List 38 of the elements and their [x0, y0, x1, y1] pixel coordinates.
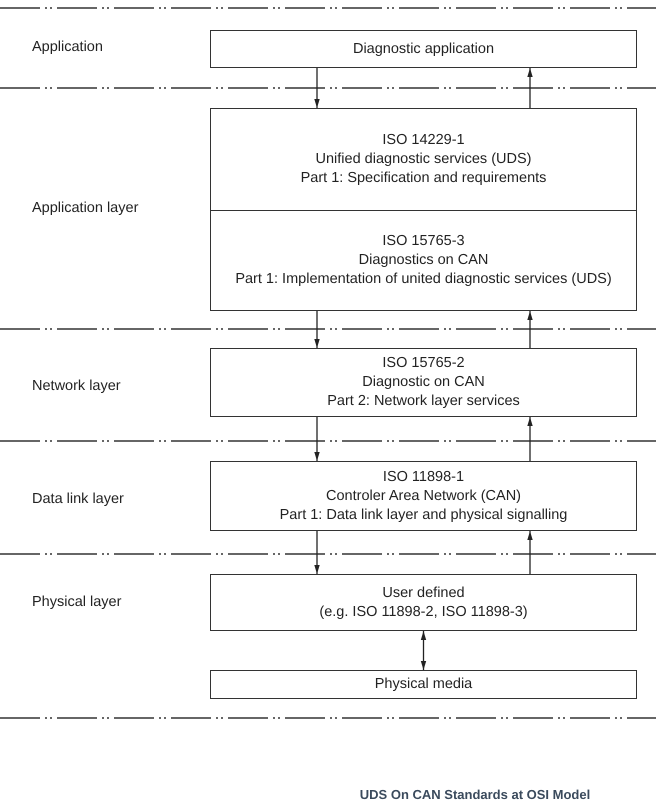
layer-label: Application layer: [32, 200, 138, 216]
box-text: ISO 15765-3: [382, 232, 465, 251]
box-text: Unified diagnostic services (UDS): [316, 150, 532, 169]
arrow: [527, 417, 533, 461]
layer-label: Physical layer: [32, 594, 122, 610]
box-text: User defined: [382, 584, 465, 602]
arrow: [314, 417, 320, 461]
arrow: [420, 631, 426, 670]
standard-box: [210, 210, 637, 311]
arrow: [527, 531, 533, 574]
standard-box: [210, 461, 637, 531]
box-text: Diagnostics on CAN: [358, 251, 488, 270]
arrow: [314, 531, 320, 574]
box-text: ISO 14229-1: [382, 131, 465, 150]
box-text: ISO 15765-2: [382, 354, 465, 373]
caption: UDS On CAN Standards at OSI Model: [358, 787, 592, 802]
standard-box: [210, 670, 637, 699]
arrow: [314, 311, 320, 348]
arrow: [314, 68, 320, 108]
box-text: Controler Area Network (CAN): [326, 486, 521, 506]
layer-label: Data link layer: [32, 491, 124, 507]
arrow: [527, 68, 533, 108]
box-text: (e.g. ISO 11898-2, ISO 11898-3): [319, 602, 528, 622]
arrow: [527, 311, 533, 348]
standard-box: [210, 574, 637, 631]
standard-box: [210, 30, 637, 68]
box-text: Part 1: Data link layer and physical signalling: [280, 506, 568, 524]
layer-label: Application: [32, 39, 103, 55]
layer-label: Network layer: [32, 378, 121, 394]
standard-box: [210, 108, 637, 211]
box-text: ISO 11898-1: [382, 468, 464, 486]
box-text: Part 2: Network layer services: [327, 392, 520, 411]
box-text: Diagnostic application: [352, 40, 494, 58]
standard-box: [210, 348, 637, 417]
box-text: Diagnostic on CAN: [362, 373, 485, 392]
box-text: Physical media: [374, 675, 472, 694]
box-text: Part 1: Implementation of united diagnostic services (UDS): [235, 270, 612, 289]
box-text: Part 1: Specification and requirements: [300, 169, 546, 188]
